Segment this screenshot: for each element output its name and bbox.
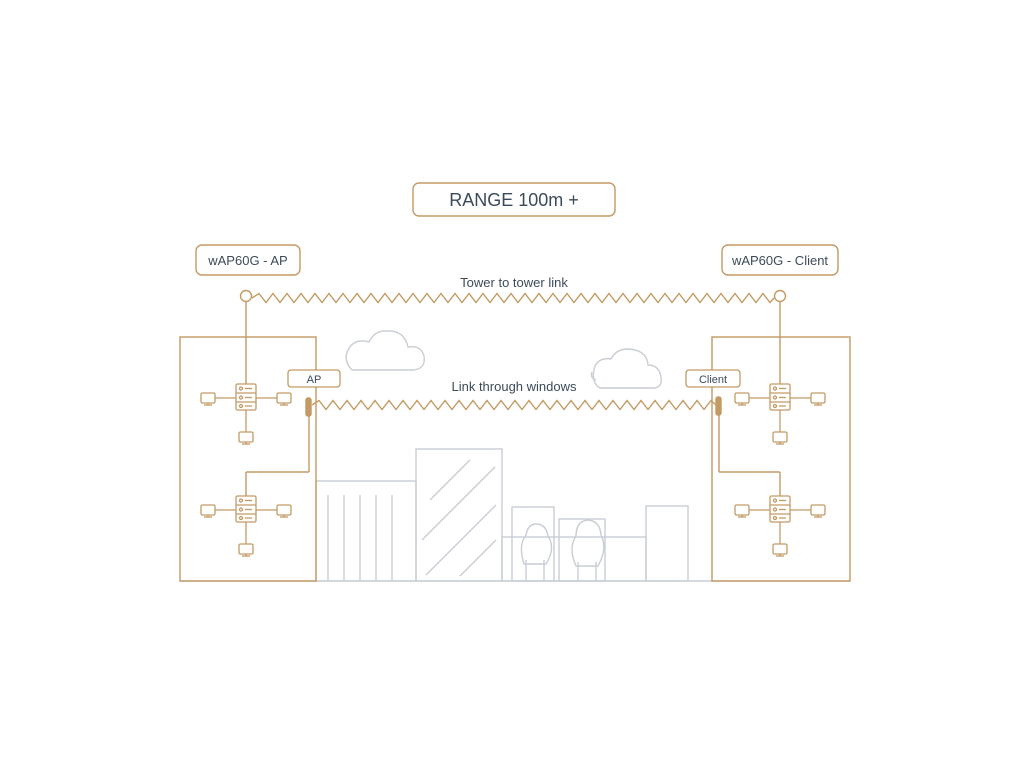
monitor-icon (734, 392, 750, 406)
right-device-label: wAP60G - Client (731, 253, 828, 268)
switch-icon (235, 495, 257, 523)
network-cluster (734, 495, 826, 557)
range-badge: RANGE 100m + (412, 182, 616, 217)
left-device-label: wAP60G - AP (207, 253, 287, 268)
right-window-tag-label: Client (699, 374, 727, 386)
monitor-icon (772, 543, 788, 557)
monitor-icon (810, 504, 826, 518)
window-link (245, 396, 781, 500)
city-building-1 (315, 480, 417, 582)
window-link-label: Link through windows (451, 379, 577, 394)
left-window-tag-label: AP (307, 374, 322, 386)
monitor-icon (810, 392, 826, 406)
right-tower-antenna-icon (773, 289, 787, 303)
window-link-signal (311, 399, 717, 411)
right-window-tag: Client (685, 369, 741, 388)
tower-link-label: Tower to tower link (460, 275, 568, 290)
monitor-icon (734, 504, 750, 518)
left-tower-antenna-icon (239, 289, 253, 303)
monitor-icon (238, 431, 254, 445)
network-cluster (200, 495, 292, 557)
left-window-antenna-icon (305, 397, 312, 417)
tower-link (239, 289, 787, 386)
monitor-icon (200, 504, 216, 518)
cloud-icon (590, 348, 662, 389)
network-cluster (734, 383, 826, 445)
monitor-icon (276, 392, 292, 406)
monitor-icon (238, 543, 254, 557)
monitor-icon (200, 392, 216, 406)
switch-icon (769, 495, 791, 523)
city-building-6 (645, 505, 689, 582)
switch-icon (769, 383, 791, 411)
tree-icon (520, 523, 553, 581)
right-building (711, 336, 851, 582)
network-cluster (200, 383, 292, 445)
tower-link-signal (251, 292, 775, 304)
monitor-icon (772, 431, 788, 445)
range-label: RANGE 100m + (449, 190, 579, 210)
city-building-2 (415, 448, 503, 582)
left-building (179, 336, 317, 582)
city-building-4 (511, 506, 555, 582)
right-window-antenna-icon (715, 396, 722, 416)
switch-icon (235, 383, 257, 411)
city-building-5 (558, 518, 606, 582)
left-window-tag: AP (287, 369, 341, 388)
cloud-icon (345, 330, 425, 371)
tree-icon (571, 519, 605, 581)
left-device-badge: wAP60G - AP (195, 244, 301, 276)
right-device-badge: wAP60G - Client (721, 244, 839, 276)
monitor-icon (276, 504, 292, 518)
city-skyline (180, 448, 850, 582)
